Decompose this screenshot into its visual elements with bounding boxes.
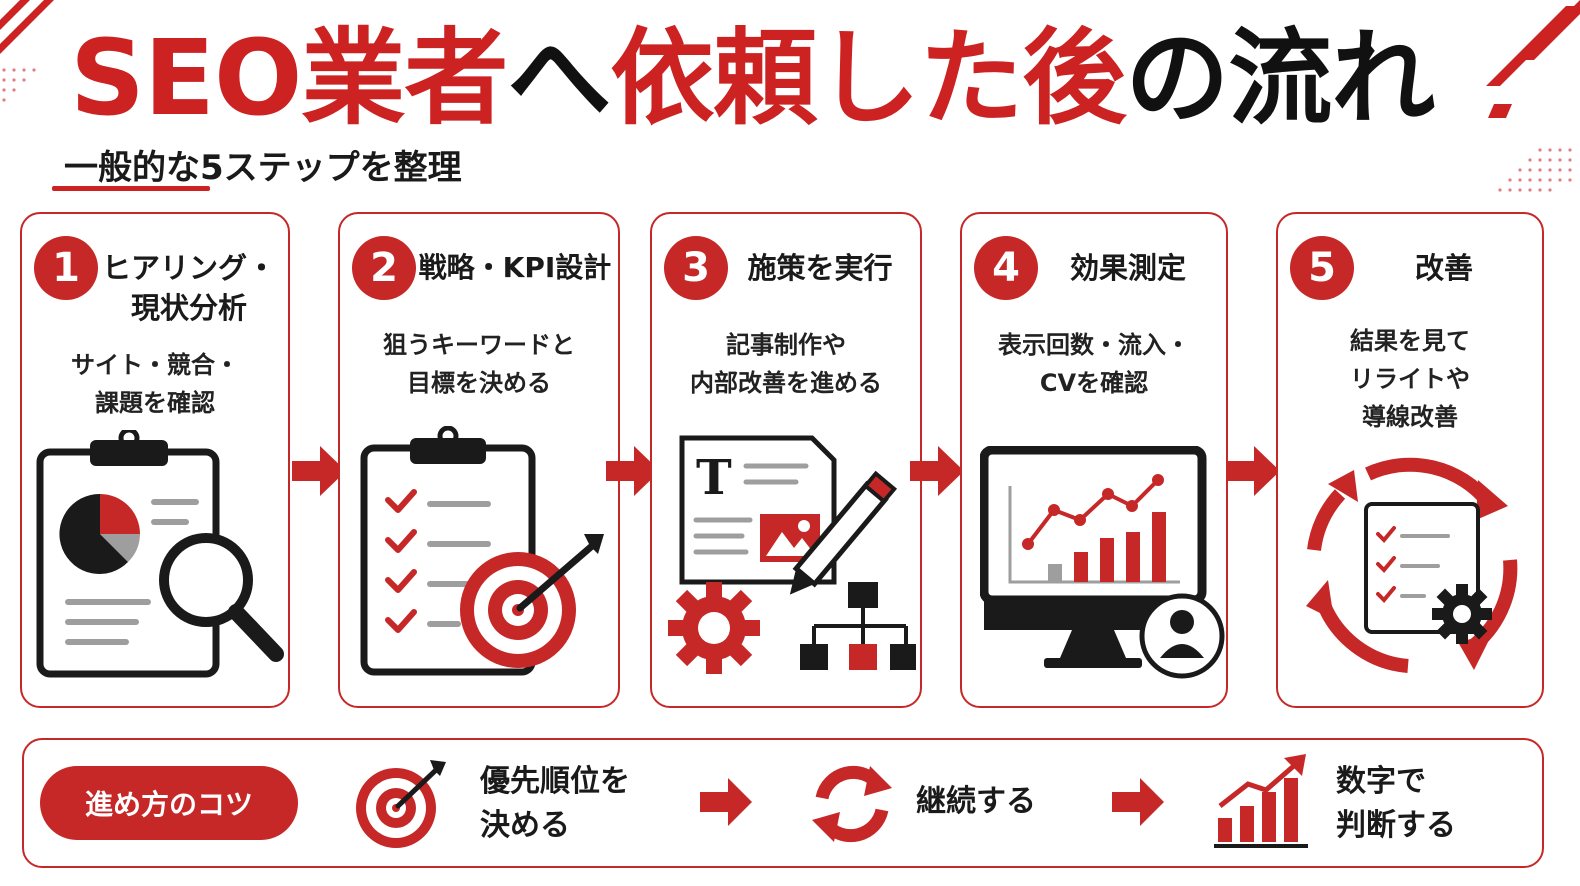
step-description: サイト・競合・ 課題を確認 bbox=[22, 346, 288, 422]
tips-badge: 進め方のコツ bbox=[40, 766, 298, 840]
step-card-3: 3 施策を実行 記事制作や 内部改善を進める T bbox=[650, 212, 922, 708]
step-header: 2 戦略・KPI設計 bbox=[340, 236, 618, 300]
subtitle-underline bbox=[52, 186, 210, 191]
step-desc-line: 内部改善を進める bbox=[690, 369, 882, 397]
monitor-analytics-icon bbox=[980, 446, 1225, 679]
title-part-he: へ bbox=[507, 17, 611, 139]
step-header: 1 ヒアリング・ 現状分析 bbox=[22, 236, 288, 328]
step-number-badge: 5 bbox=[1290, 236, 1354, 300]
svg-text:T: T bbox=[696, 450, 732, 506]
step-title-line: 効果測定 bbox=[1069, 251, 1186, 285]
step-desc-line: 課題を確認 bbox=[95, 389, 215, 417]
step-title: 施策を実行 bbox=[728, 236, 920, 288]
flow-arrow bbox=[1226, 446, 1280, 496]
tip-line: 数字で bbox=[1336, 764, 1426, 799]
step-title: 効果測定 bbox=[1038, 236, 1226, 288]
step-number-badge: 3 bbox=[664, 236, 728, 300]
decor-dots-left bbox=[2, 68, 36, 102]
step-desc-line: 表示回数・流入・ bbox=[998, 331, 1190, 359]
decor-stripes-top-left bbox=[0, 0, 54, 54]
step-number-badge: 1 bbox=[34, 236, 98, 300]
step-desc-line: リライトや bbox=[1350, 365, 1470, 393]
page-subtitle: 一般的な5ステップを整理 bbox=[64, 148, 462, 188]
tip-text-numbers: 数字で 判断する bbox=[1336, 760, 1456, 848]
step-header: 5 改善 bbox=[1278, 236, 1542, 300]
step-description: 結果を見て リライトや 導線改善 bbox=[1278, 322, 1542, 436]
tip-text-continue: 継続する bbox=[916, 780, 1036, 824]
title-part-seo: SEO業者 bbox=[70, 17, 508, 139]
clipboard-chart-magnifier-icon bbox=[36, 430, 284, 678]
step-title: ヒアリング・ 現状分析 bbox=[98, 236, 288, 328]
step-description: 狙うキーワードと 目標を決める bbox=[340, 326, 618, 402]
page-title: SEO業者へ依頼した後の流れ bbox=[70, 17, 1435, 139]
flow-arrow bbox=[606, 446, 660, 496]
step-title: 戦略・KPI設計 bbox=[416, 236, 618, 288]
step-desc-line: 目標を決める bbox=[407, 369, 551, 397]
step-number-badge: 2 bbox=[352, 236, 416, 300]
step-description: 記事制作や 内部改善を進める bbox=[652, 326, 920, 402]
title-part-nagare: の流れ bbox=[1125, 17, 1435, 139]
step-card-2: 2 戦略・KPI設計 狙うキーワードと 目標を決める bbox=[338, 212, 620, 708]
step-title-line: 改善 bbox=[1414, 251, 1473, 285]
step-desc-line: 記事制作や bbox=[726, 331, 846, 359]
step-number-badge: 4 bbox=[974, 236, 1038, 300]
title-part-irai: 依頼した後 bbox=[610, 17, 1126, 139]
step-desc-line: CVを確認 bbox=[1039, 369, 1149, 397]
step-title-line: 施策を実行 bbox=[747, 251, 893, 285]
tip-line: 決める bbox=[480, 808, 570, 843]
tip-line: 判断する bbox=[1336, 808, 1456, 843]
step-header: 4 効果測定 bbox=[962, 236, 1226, 300]
step-desc-line: サイト・競合・ bbox=[71, 351, 239, 379]
decor-stripes-top-right bbox=[1486, 0, 1580, 192]
step-description: 表示回数・流入・ CVを確認 bbox=[962, 326, 1226, 402]
step-desc-line: 結果を見て bbox=[1350, 327, 1470, 355]
cycle-checklist-gear-icon bbox=[1306, 457, 1518, 673]
step-title-line: 現状分析 bbox=[130, 291, 247, 325]
step-desc-line: 狙うキーワードと bbox=[383, 331, 575, 359]
step-header: 3 施策を実行 bbox=[652, 236, 920, 300]
checklist-target-icon bbox=[360, 426, 604, 676]
step-title: 改善 bbox=[1354, 236, 1542, 288]
tip-line: 継続する bbox=[916, 784, 1036, 819]
step-card-4: 4 効果測定 表示回数・流入・ CVを確認 bbox=[960, 212, 1228, 708]
step-title-line: 戦略・KPI設計 bbox=[418, 251, 612, 284]
step-card-1: 1 ヒアリング・ 現状分析 サイト・競合・ 課題を確認 bbox=[20, 212, 290, 708]
flow-arrow bbox=[292, 446, 346, 496]
flow-arrow bbox=[910, 446, 964, 496]
tip-text-priority: 優先順位を 決める bbox=[480, 760, 630, 848]
step-desc-line: 導線改善 bbox=[1362, 403, 1458, 431]
step-card-5: 5 改善 結果を見て リライトや 導線改善 bbox=[1276, 212, 1544, 708]
document-pencil-gear-icon: T bbox=[668, 435, 916, 674]
step-title-line: ヒアリング・ bbox=[101, 251, 276, 285]
tip-line: 優先順位を bbox=[480, 764, 630, 799]
